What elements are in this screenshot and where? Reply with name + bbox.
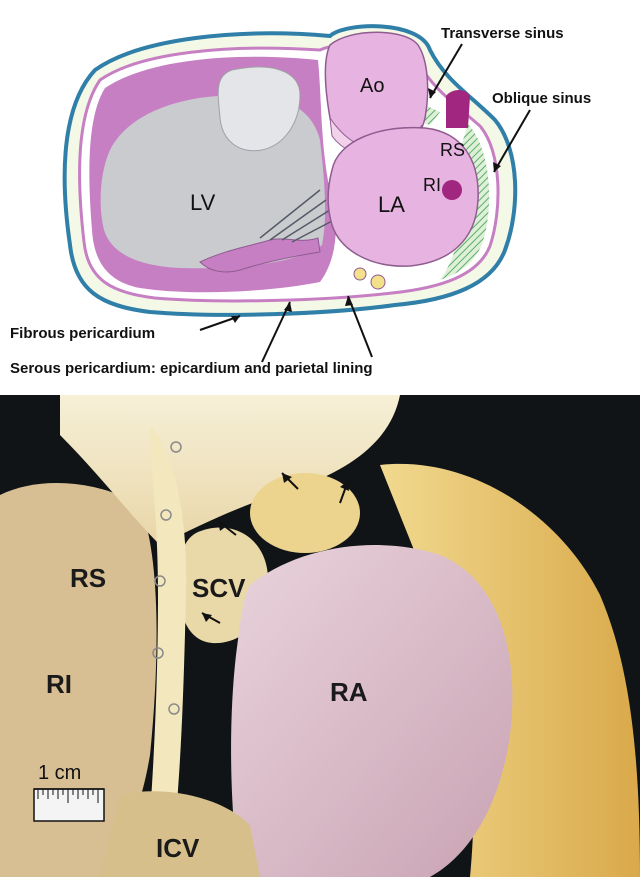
photo-label-ri: RI: [46, 669, 72, 699]
photo-label-rs: RS: [70, 563, 106, 593]
photo-label-ra: RA: [330, 677, 368, 707]
label-la: LA: [378, 192, 405, 217]
callout-fibrous-pericardium: Fibrous pericardium: [10, 325, 155, 342]
pericardium-diagram: Ao RS RI LV LA Transverse sinus Oblique …: [0, 0, 640, 395]
coronary-vessel-right: [371, 275, 385, 289]
label-rs: RS: [440, 140, 465, 160]
photo-canvas: RS SCV RI RA ICV 1 cm: [0, 395, 640, 877]
scale-bar: [34, 789, 104, 821]
callout-oblique-sinus: Oblique sinus: [492, 90, 591, 107]
diagram-canvas: Ao RS RI LV LA Transverse sinus Oblique …: [0, 0, 640, 395]
photo-label-icv: ICV: [156, 833, 200, 863]
callout-transverse-sinus: Transverse sinus: [441, 25, 564, 42]
photo-label-scv: SCV: [192, 573, 246, 603]
coronary-vessel-left: [354, 268, 366, 280]
anatomical-photo: RS SCV RI RA ICV 1 cm: [0, 395, 640, 877]
right-superior-pulmonary-vein: [446, 90, 470, 128]
right-inferior-pulmonary-vein: [442, 180, 462, 200]
label-ri: RI: [423, 175, 441, 195]
label-ao: Ao: [360, 75, 384, 97]
callout-serous-pericardium: Serous pericardium: epicardium and parie…: [10, 360, 373, 377]
label-lv: LV: [190, 190, 216, 215]
scale-bar-label: 1 cm: [38, 762, 81, 784]
right-atrium-tissue: [231, 545, 512, 877]
